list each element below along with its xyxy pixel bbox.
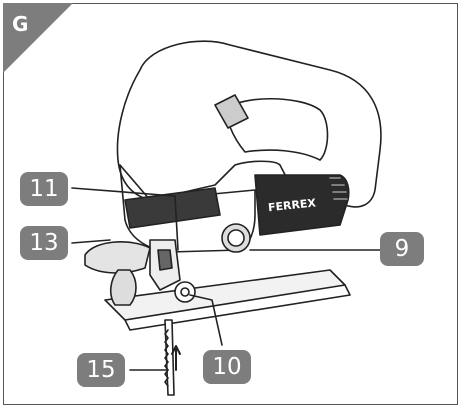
dust-guard [84,241,151,274]
figure-letter: G [12,12,29,36]
handle-opening [224,98,329,161]
callout-label: 13 [29,230,59,256]
leader-line-11 [71,187,179,251]
callout-10: 10 [203,350,251,384]
callout-9: 9 [380,232,424,266]
roller-guide [174,281,196,303]
front-band [124,187,221,229]
figure-border [3,3,458,405]
leader-line-10 [189,294,223,346]
callout-label: 10 [212,354,242,380]
brand-text: FERREX [267,196,317,214]
callout-label: 11 [29,176,59,202]
callout-label: 9 [394,236,410,262]
brand-plate [254,174,350,236]
direction-arrow [171,345,181,371]
callout-15: 15 [77,353,125,387]
corner-tab [3,3,73,73]
base-plate [104,269,346,321]
leader-line-13 [71,239,111,244]
callout-13: 13 [20,226,68,260]
callout-label: 15 [86,357,116,383]
trigger [214,94,249,129]
bevel-knob [109,269,137,306]
callout-11: 11 [20,172,68,206]
